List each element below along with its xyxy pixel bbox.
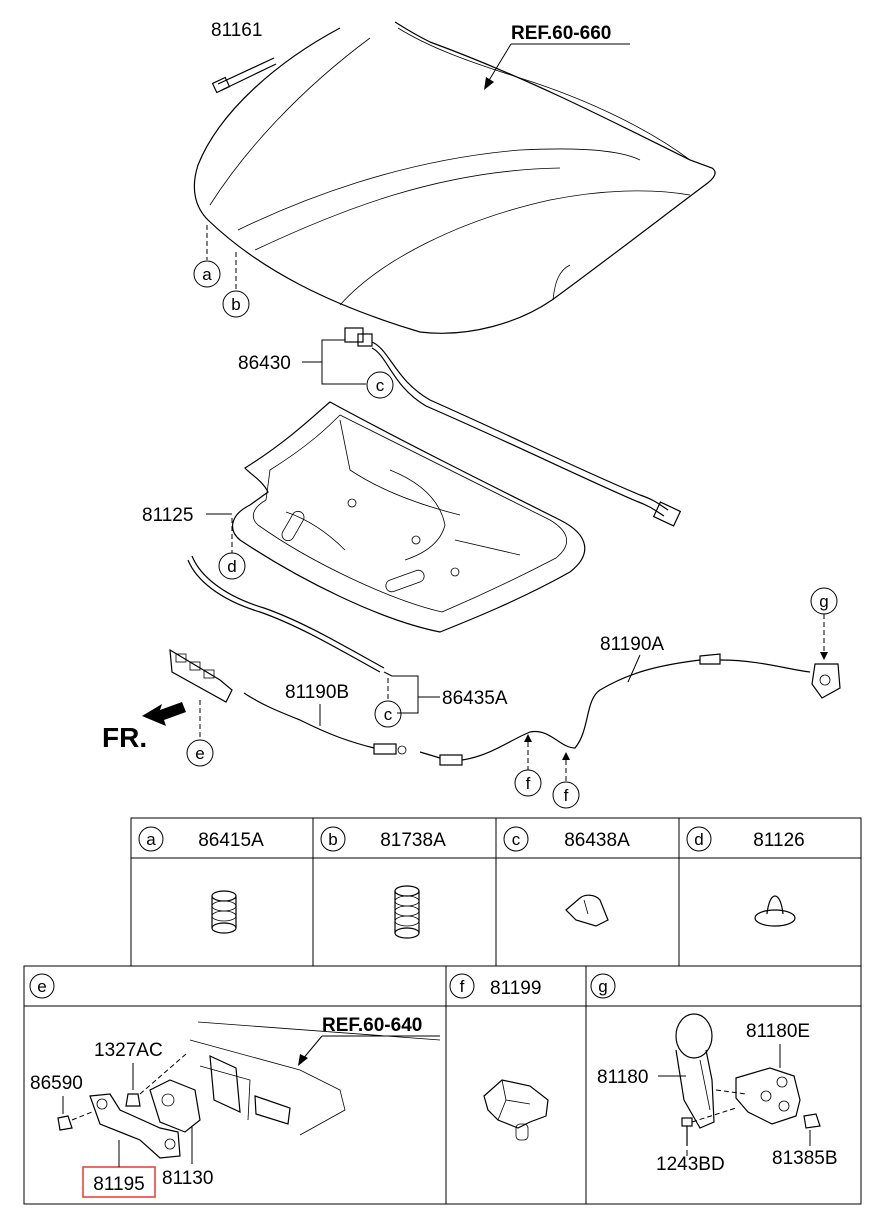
callout-f-left: [514, 769, 542, 797]
callout-c-top-letter: c: [376, 376, 385, 395]
hood-weatherstrip: [187, 555, 393, 677]
table-b-part: 81738A: [380, 830, 446, 851]
release-handle: [169, 648, 233, 703]
callout-c-top: [366, 371, 394, 399]
callout-b: [222, 290, 250, 318]
table-e-circle: [29, 973, 55, 999]
table-e-letter: e: [37, 977, 46, 996]
callout-e-diagram-letter: e: [195, 744, 204, 763]
callout-d: [218, 552, 246, 580]
label-bracket-g: 81180E: [746, 1021, 810, 1042]
callout-g-diagram-letter: g: [819, 592, 828, 611]
callout-e-diagram: [186, 739, 214, 767]
label-bolt-e: 1327AC: [94, 1040, 163, 1061]
table-b-letter: b: [328, 830, 337, 849]
front-arrow-icon: [142, 702, 186, 726]
label-ref-latch: REF.60-640: [322, 1015, 422, 1036]
hood-strut: [211, 57, 277, 94]
bumper-stopper-b: [394, 885, 420, 939]
callout-a: [193, 260, 221, 288]
label-bolt-g: 1243BD: [656, 1154, 725, 1175]
hood-insulator: [232, 401, 586, 633]
label-ref-hood: REF.60-660: [511, 23, 611, 44]
label-latch-e: 81130: [162, 1168, 213, 1189]
release-cable-b: [243, 692, 407, 755]
front-panel-latch-area: [189, 1021, 441, 1136]
table-c-circle: [503, 826, 529, 852]
table-d-letter: d: [694, 830, 703, 849]
bolt-1327ac: [125, 1093, 141, 1107]
nut-81385b: [803, 1113, 821, 1129]
release-lever: [675, 1013, 715, 1129]
table-a-circle: [138, 826, 164, 852]
table-c-letter: c: [512, 830, 521, 849]
label-insulator: 81125: [142, 505, 193, 526]
callout-b-letter: b: [231, 295, 240, 314]
nut-86590: [57, 1115, 73, 1131]
table-f-circle: [449, 973, 475, 999]
label-nut-e: 86590: [30, 1073, 83, 1094]
callout-d-letter: d: [227, 557, 236, 576]
release-cable-a: [419, 653, 811, 766]
label-front: FR.: [102, 722, 147, 753]
label-weatherstrip-clip: 86435A: [442, 688, 508, 709]
cable-clip-f: [483, 1079, 549, 1141]
table-f-letter: f: [460, 977, 465, 996]
table-b-circle: [320, 826, 346, 852]
table-c-part: 86438A: [564, 830, 630, 851]
label-nut-g: 81385B: [772, 1148, 838, 1169]
label-cable-top: 86430: [238, 353, 291, 374]
label-cable-a: 81190A: [600, 634, 664, 655]
label-highlighted-part: 81195: [93, 1174, 144, 1195]
parts-table-bottom: [23, 965, 862, 1205]
callout-f-right-letter: f: [564, 786, 569, 805]
cable-clip-c: [565, 894, 609, 927]
callout-c-mid-letter: c: [384, 705, 393, 724]
table-a-letter: a: [146, 830, 156, 849]
callout-a-letter: a: [202, 265, 212, 284]
label-strut: 81161: [211, 20, 262, 41]
label-cable-b: 81190B: [285, 682, 349, 703]
latch-assembly: [149, 1079, 201, 1133]
hood-release-cable-top: [344, 327, 682, 527]
latch-bracket: [89, 1093, 181, 1159]
callout-f-left-letter: f: [526, 774, 531, 793]
label-handle-g: 81180: [597, 1067, 648, 1088]
latch-bracket-g: [735, 1067, 801, 1125]
hood-latch-small: [811, 663, 841, 699]
insulator-clip-d: [754, 895, 796, 927]
table-f-part: 81199: [490, 978, 541, 999]
table-g-circle: [590, 973, 616, 999]
bumper-stopper-a: [211, 890, 237, 934]
table-d-part: 81126: [753, 830, 804, 851]
table-a-part: 86415A: [198, 830, 264, 851]
table-d-circle: [686, 826, 712, 852]
hood-panel: [193, 21, 716, 334]
callout-f-right: [552, 781, 580, 809]
bolt-1243bd: [681, 1117, 693, 1146]
table-g-letter: g: [598, 977, 607, 996]
callout-c-mid: [374, 700, 402, 728]
